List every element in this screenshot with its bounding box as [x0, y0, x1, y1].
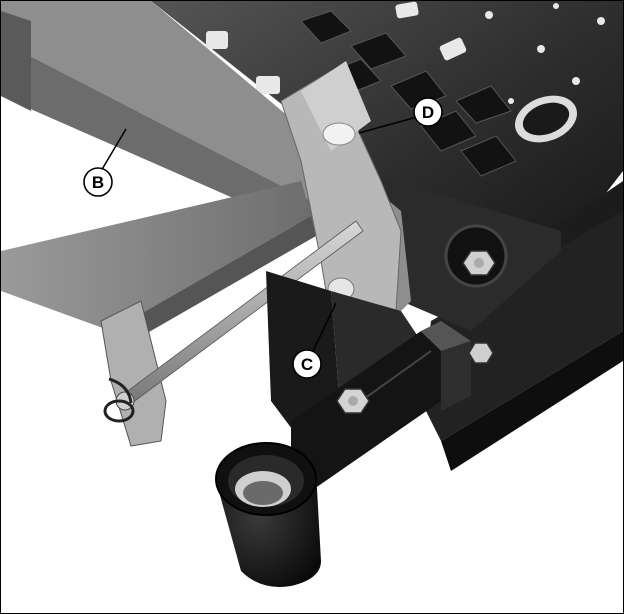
leader-line-c [312, 302, 337, 352]
cotter-pin [103, 377, 135, 423]
hole-d [322, 122, 356, 146]
callout-b-label: B [92, 173, 104, 192]
hex-bolt-upper [462, 250, 496, 276]
callout-b: B [83, 167, 113, 197]
hex-bolt-arm [336, 388, 370, 414]
leader-line-d [358, 116, 418, 134]
caster-arm [291, 321, 471, 491]
bracket-plate [361, 171, 561, 331]
callout-c-label: C [301, 355, 313, 374]
hex-bolt-side [468, 342, 494, 364]
callout-c: C [292, 349, 322, 379]
leader-line-b [100, 128, 127, 172]
callout-d: D [413, 97, 443, 127]
caster-cup [215, 442, 321, 587]
callout-d-label: D [422, 103, 434, 122]
